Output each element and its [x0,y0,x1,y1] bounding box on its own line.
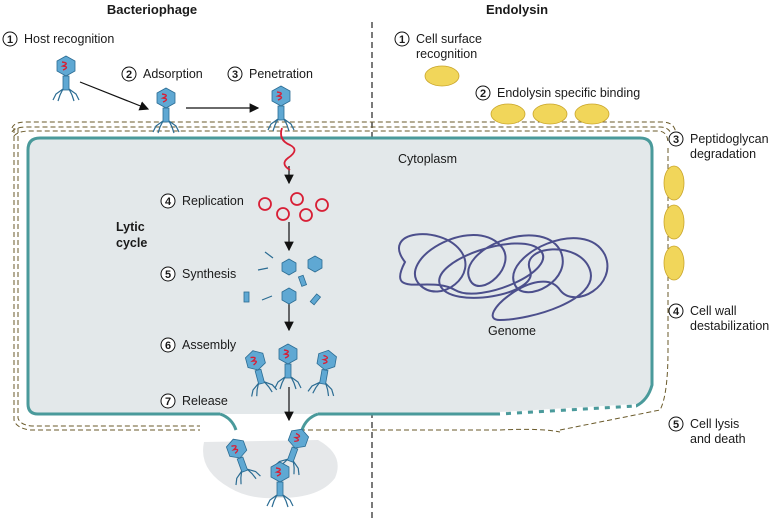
phage-host-recognition [52,55,80,102]
endo3-line2: degradation [690,147,756,161]
step5-num: 5 [165,269,171,281]
step4-label: Replication [182,194,244,208]
injected-dna [280,127,296,171]
cytoplasm-membrane [26,136,654,416]
endo4-num: 4 [673,306,680,318]
phage-steps: 1 Host recognition 2 Adsorption 3 Penetr… [2,31,313,409]
step1-num: 1 [7,34,13,46]
lytic-label-2: cycle [116,236,147,250]
endo1-line1: Cell surface [416,32,482,46]
endolysin-enzymes [424,65,685,281]
endo2-num: 2 [480,88,486,100]
endo3-num: 3 [673,134,679,146]
endolysin-steps: 1 Cell surface recognition 2 Endolysin s… [394,31,769,446]
endo1-line2: recognition [416,47,477,61]
step3-label: Penetration [249,67,313,81]
step5-label: Synthesis [182,267,236,281]
endo5-line1: Cell lysis [690,417,739,431]
step6-label: Assembly [182,338,237,352]
endo4-line2: destabilization [690,319,769,333]
step1-label: Host recognition [24,32,114,46]
step6-num: 6 [165,340,171,352]
step3-num: 3 [232,69,238,81]
endo4-line1: Cell wall [690,304,737,318]
cytoplasm-label: Cytoplasm [398,152,457,166]
step2-num: 2 [126,69,132,81]
step2-label: Adsorption [143,67,203,81]
lytic-label-1: Lytic [116,220,145,234]
endo5-num: 5 [673,419,679,431]
step7-label: Release [182,394,228,408]
cell-wall [11,121,677,433]
endo1-num: 1 [399,34,405,46]
step4-num: 4 [165,196,172,208]
lysis-debris [203,440,338,499]
bacteriophage-header: Bacteriophage [107,2,197,17]
phage-adsorption [152,87,180,134]
synthesized-parts [243,251,323,306]
phage-penetration [267,85,295,132]
genome-label: Genome [488,324,536,338]
endo3-line1: Peptidoglycan [690,132,769,146]
endolysin-header: Endolysin [486,2,548,17]
genome-dna [398,233,609,322]
step7-num: 7 [165,396,171,408]
endo5-line2: and death [690,432,746,446]
replicated-dna [258,192,329,222]
endo2-line1: Endolysin specific binding [497,86,640,100]
